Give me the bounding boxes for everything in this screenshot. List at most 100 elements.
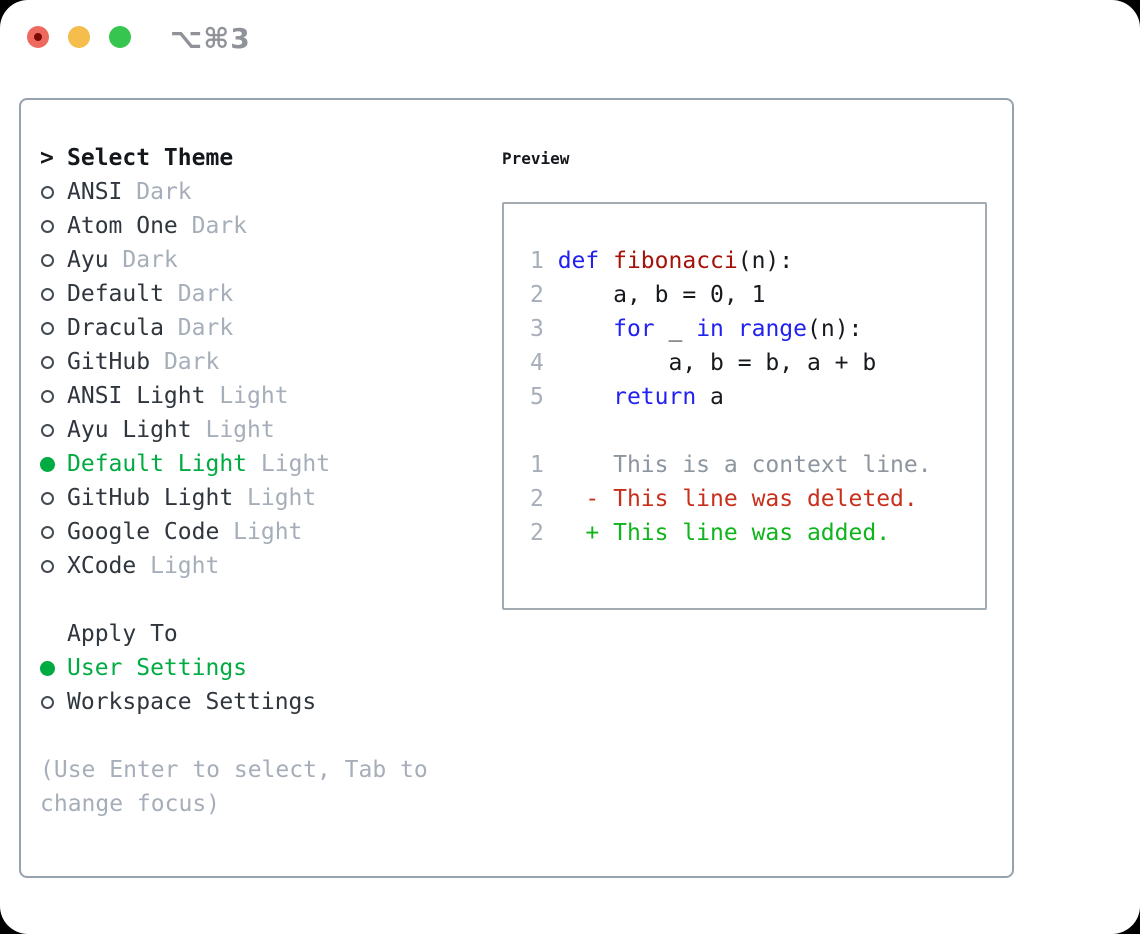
radio-icon bbox=[41, 491, 54, 505]
radio-icon bbox=[41, 423, 54, 437]
code-line: 1 def fibonacci(n): bbox=[530, 244, 985, 278]
theme-name: Default bbox=[67, 281, 178, 307]
code-segment-fn: fibonacci bbox=[613, 248, 738, 274]
theme-option[interactable]: Atom One Dark bbox=[40, 209, 428, 243]
code-line: 2 - This line was deleted. bbox=[530, 482, 985, 516]
apply-option[interactable]: User Settings bbox=[40, 651, 428, 685]
theme-variant: Dark bbox=[163, 349, 220, 375]
minimize-button[interactable] bbox=[68, 26, 90, 48]
code-segment-kw: def bbox=[557, 248, 600, 274]
apply-option-label: Workspace Settings bbox=[67, 689, 317, 715]
theme-name: GitHub bbox=[67, 349, 164, 375]
theme-option[interactable]: XCode Light bbox=[40, 549, 428, 583]
theme-variant: Light bbox=[233, 519, 303, 545]
line-number: 2 bbox=[530, 486, 558, 512]
radio-icon bbox=[41, 185, 54, 199]
help-text-line-2: change focus) bbox=[40, 791, 221, 817]
theme-variant: Dark bbox=[136, 179, 192, 205]
line-number: 5 bbox=[530, 384, 558, 410]
code-segment-kw: in bbox=[696, 316, 724, 342]
radio-icon bbox=[41, 695, 54, 709]
code-segment-plain bbox=[558, 384, 613, 410]
apply-to-header-row: Apply To bbox=[40, 617, 428, 651]
code-segment-add: + This line was added. bbox=[557, 520, 891, 546]
titlebar: ⌥⌘3 bbox=[0, 0, 1140, 76]
theme-variant: Light bbox=[219, 383, 289, 409]
close-button[interactable] bbox=[27, 26, 49, 48]
line-number: 2 bbox=[530, 520, 558, 546]
zoom-button[interactable] bbox=[109, 26, 131, 48]
code-segment-kw: range bbox=[737, 316, 807, 342]
select-theme-header-row: > Select Theme bbox=[40, 141, 428, 175]
apply-option[interactable]: Workspace Settings bbox=[40, 685, 428, 719]
traffic-lights bbox=[27, 26, 131, 48]
theme-variant: Dark bbox=[122, 247, 178, 273]
code-segment-plain bbox=[558, 316, 613, 342]
theme-option[interactable]: Default Light Light bbox=[40, 447, 428, 481]
code-line bbox=[530, 414, 985, 448]
apply-option-label: User Settings bbox=[67, 655, 248, 681]
theme-name: Google Code bbox=[67, 519, 234, 545]
theme-name: Ayu Light bbox=[67, 417, 206, 443]
theme-option[interactable]: Ayu Light Light bbox=[40, 413, 428, 447]
close-dot-icon bbox=[34, 33, 42, 41]
spacer-row bbox=[40, 719, 428, 753]
theme-name: ANSI Light bbox=[67, 383, 220, 409]
code-line: 4 a, b = b, a + b bbox=[530, 346, 985, 380]
theme-name: GitHub Light bbox=[67, 485, 248, 511]
line-number: 4 bbox=[530, 350, 558, 376]
code-segment-plain: _ bbox=[654, 316, 697, 342]
code-segment-ctx: This is a context line. bbox=[557, 452, 932, 478]
preview-code-box: 1 def fibonacci(n): 2 a, b = 0, 1 3 for … bbox=[502, 202, 987, 610]
line-number: 1 bbox=[530, 452, 558, 478]
code-line: 2 a, b = 0, 1 bbox=[530, 278, 985, 312]
radio-selected-icon bbox=[40, 660, 55, 676]
theme-variant: Dark bbox=[191, 213, 248, 239]
code-segment-plain: (n): bbox=[807, 316, 863, 342]
theme-option[interactable]: Google Code Light bbox=[40, 515, 428, 549]
radio-icon bbox=[41, 355, 54, 369]
prompt-icon: > bbox=[40, 145, 54, 171]
theme-name: Ayu bbox=[67, 247, 123, 273]
apply-to-list: User Settings Workspace Settings bbox=[40, 651, 428, 719]
code-line: 2 + This line was added. bbox=[530, 516, 985, 550]
theme-option[interactable]: Ayu Dark bbox=[40, 243, 428, 277]
theme-variant: Light bbox=[260, 451, 331, 477]
radio-icon bbox=[41, 525, 54, 539]
radio-icon bbox=[41, 253, 54, 267]
radio-icon bbox=[41, 219, 54, 233]
theme-name: Atom One bbox=[67, 213, 192, 239]
radio-icon bbox=[41, 287, 54, 301]
select-theme-header: Select Theme bbox=[67, 145, 234, 171]
theme-list: ANSI Dark Atom One Dark Ayu Dark Default… bbox=[40, 175, 428, 583]
code-line: 1 This is a context line. bbox=[530, 448, 985, 482]
theme-variant: Light bbox=[205, 417, 275, 443]
code-segment-plain bbox=[724, 316, 738, 342]
code-segment-kw: for bbox=[613, 316, 655, 342]
theme-variant: Dark bbox=[177, 281, 234, 307]
window-title: ⌥⌘3 bbox=[170, 22, 251, 55]
theme-selector-panel: > Select Theme ANSI Dark Atom One Dark A… bbox=[19, 98, 1014, 878]
line-number: 3 bbox=[530, 316, 558, 342]
theme-name: XCode bbox=[67, 553, 151, 579]
theme-option[interactable]: Dracula Dark bbox=[40, 311, 428, 345]
code-line: 3 for _ in range(n): bbox=[530, 312, 985, 346]
theme-option[interactable]: GitHub Dark bbox=[40, 345, 428, 379]
theme-option[interactable]: ANSI Dark bbox=[40, 175, 428, 209]
theme-name: Dracula bbox=[67, 315, 178, 341]
theme-option[interactable]: Default Dark bbox=[40, 277, 428, 311]
help-text-line-1: (Use Enter to select, Tab to bbox=[40, 757, 428, 783]
code-segment-plain bbox=[599, 248, 613, 274]
spacer-row bbox=[40, 583, 428, 617]
theme-variant: Light bbox=[247, 485, 317, 511]
theme-option[interactable]: ANSI Light Light bbox=[40, 379, 428, 413]
theme-variant: Dark bbox=[177, 315, 234, 341]
theme-variant: Light bbox=[150, 553, 220, 579]
radio-icon bbox=[41, 559, 54, 573]
theme-option[interactable]: GitHub Light Light bbox=[40, 481, 428, 515]
code-segment-plain: (n): bbox=[737, 248, 794, 274]
code-segment-kw: return bbox=[613, 384, 697, 410]
code-segment-plain: a, b = b, a + b bbox=[557, 350, 877, 376]
code-line: 5 return a bbox=[530, 380, 985, 414]
